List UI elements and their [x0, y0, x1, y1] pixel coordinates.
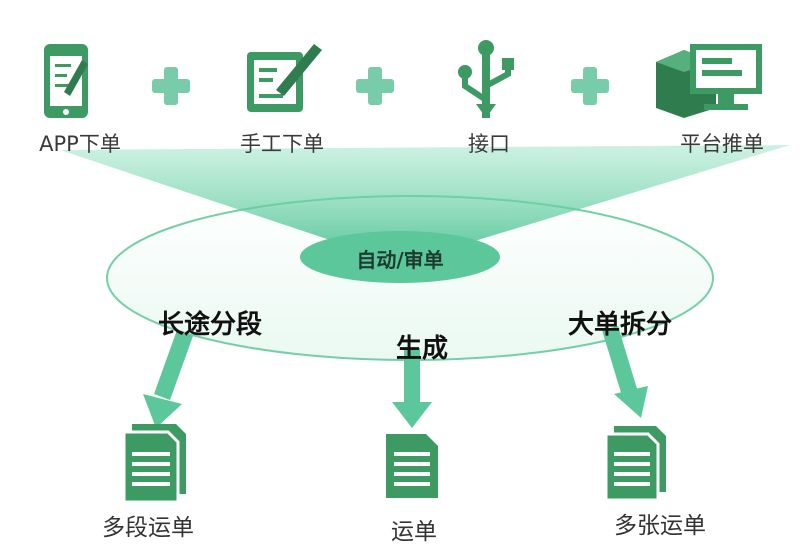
- arrow-right: [602, 326, 648, 418]
- output-label-waybill: 运单: [391, 519, 437, 545]
- funnel-beam: [60, 145, 790, 250]
- branch-label-generate: 生成: [395, 334, 449, 364]
- plus-icon: [152, 67, 190, 105]
- branch-label-split: 大单拆分: [567, 310, 673, 340]
- document-stack-icon: [122, 424, 186, 504]
- arrow-left: [143, 330, 193, 428]
- document-icon: [386, 434, 438, 498]
- output-label-multi-segment: 多段运单: [102, 515, 194, 541]
- output-label-multiple: 多张运单: [614, 513, 706, 539]
- arrow-center: [392, 348, 432, 428]
- source-label-api: 接口: [468, 132, 510, 156]
- source-label-manual: 手工下单: [240, 132, 324, 156]
- plus-icon: [571, 67, 609, 105]
- source-label-app: APP下单: [39, 132, 121, 156]
- source-label-platform: 平台推单: [680, 132, 764, 156]
- computer-box-icon: [656, 44, 762, 118]
- branch-label-long-haul: 长途分段: [157, 310, 263, 340]
- document-stack-icon: [604, 426, 666, 502]
- notepad-pen-icon: [247, 44, 322, 112]
- plus-icon: [356, 67, 394, 105]
- center-pill: [300, 231, 500, 283]
- usb-icon: [458, 40, 514, 118]
- phone-edit-icon: [44, 44, 88, 118]
- center-label: 自动/审单: [356, 248, 444, 272]
